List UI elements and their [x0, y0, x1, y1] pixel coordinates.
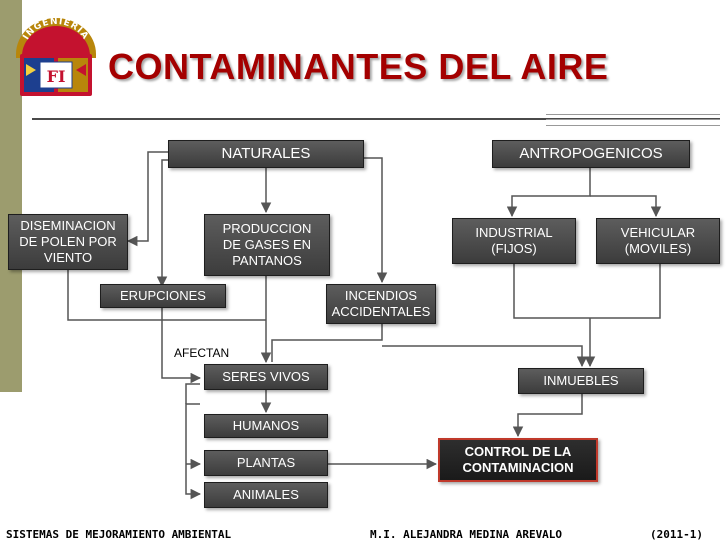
node-antropogenicos: ANTROPOGENICOS: [492, 140, 690, 168]
wire-incendios-inmuebles: [382, 345, 588, 368]
wire-erupciones-seres: [161, 306, 202, 384]
wire-naturales-diseminacion: [126, 151, 168, 247]
node-animales: ANIMALES: [204, 482, 328, 508]
node-inmuebles: INMUEBLES: [518, 368, 644, 394]
wire-inmuebles-control: [512, 394, 583, 438]
node-produccion: PRODUCCION DE GASES EN PANTANOS: [204, 214, 330, 276]
node-industrial: INDUSTRIAL (FIJOS): [452, 218, 576, 264]
wire-antropogenicos-split: [506, 168, 591, 218]
page-title: CONTAMINANTES DEL AIRE: [108, 46, 609, 87]
afectan-label: AFECTAN: [172, 346, 232, 360]
wire-naturales-erupciones: [156, 159, 168, 288]
wire-antropogenicos-vehicular: [590, 195, 662, 218]
title-underline: [32, 118, 720, 120]
node-naturales: NATURALES: [168, 140, 364, 168]
wire-naturales-incendios: [364, 157, 388, 284]
node-seres-vivos: SERES VIVOS: [204, 364, 328, 390]
node-incendios: INCENDIOS ACCIDENTALES: [326, 284, 436, 324]
footer-term: (2011-1): [650, 528, 703, 541]
wire-bracket: [185, 403, 202, 500]
side-accent-bar: [0, 0, 22, 392]
title-decoration-lines: [546, 114, 720, 126]
wire-industrial-inmuebles: [513, 264, 661, 319]
logo-monogram: FI: [47, 67, 66, 86]
node-humanos: HUMANOS: [204, 414, 328, 438]
node-plantas: PLANTAS: [204, 450, 328, 476]
node-control-contaminacion: CONTROL DE LA CONTAMINACION: [438, 438, 598, 482]
node-vehicular: VEHICULAR (MOVILES): [596, 218, 720, 264]
unam-engineering-seal-icon: INGENIERIA FI: [16, 17, 96, 96]
wire-bracket-seres: [185, 383, 200, 404]
footer-author: M.I. ALEJANDRA MEDINA AREVALO: [370, 528, 563, 541]
footer-course: SISTEMAS DE MEJORAMIENTO AMBIENTAL: [6, 528, 232, 541]
wire-incendios-seres: [271, 322, 383, 362]
slide-footer: SISTEMAS DE MEJORAMIENTO AMBIENTAL M.I. …: [0, 526, 728, 546]
node-erupciones: ERUPCIONES: [100, 284, 226, 308]
node-diseminacion: DISEMINACION DE POLEN POR VIENTO: [8, 214, 128, 270]
wire-diseminacion-seres: [67, 270, 266, 321]
